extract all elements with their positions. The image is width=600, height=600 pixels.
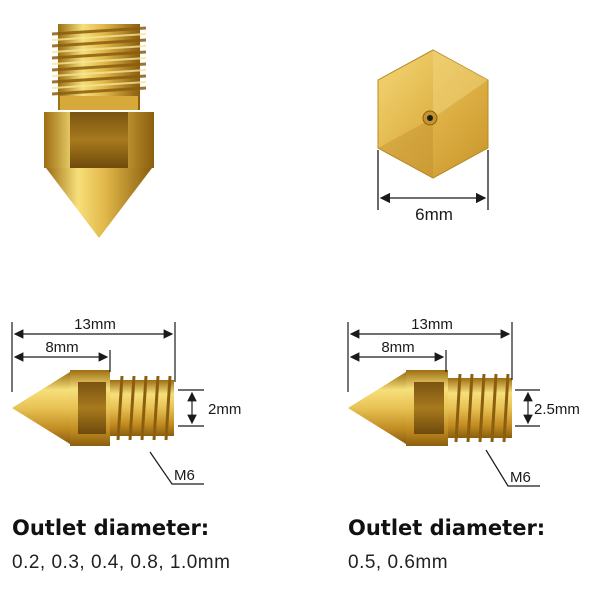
- nozzle-hex-face: 6mm: [377, 49, 489, 224]
- right-total-length-label: 13mm: [411, 316, 453, 333]
- nozzle-horizontal-left: 13mm 8mm 2mm M6: [11, 316, 241, 485]
- left-thread-label: M6: [174, 467, 195, 484]
- right-thread-length-label: 2.5mm: [534, 401, 580, 418]
- right-spec-heading: Outlet diameter:: [348, 516, 546, 540]
- hex-width-label: 6mm: [415, 205, 453, 224]
- left-spec-heading: Outlet diameter:: [12, 516, 210, 540]
- right-spec-values: 0.5, 0.6mm: [348, 552, 449, 573]
- right-hex-length-label: 8mm: [381, 339, 414, 356]
- left-total-length-label: 13mm: [74, 316, 116, 333]
- nozzle-vertical: [44, 24, 154, 238]
- nozzle-horizontal-right: 13mm 8mm 2.5mm M6: [347, 316, 580, 487]
- left-spec-values: 0.2, 0.3, 0.4, 0.8, 1.0mm: [12, 552, 231, 573]
- right-thread-label: M6: [510, 469, 531, 486]
- left-hex-length-label: 8mm: [45, 339, 78, 356]
- left-thread-length-label: 2mm: [208, 401, 241, 418]
